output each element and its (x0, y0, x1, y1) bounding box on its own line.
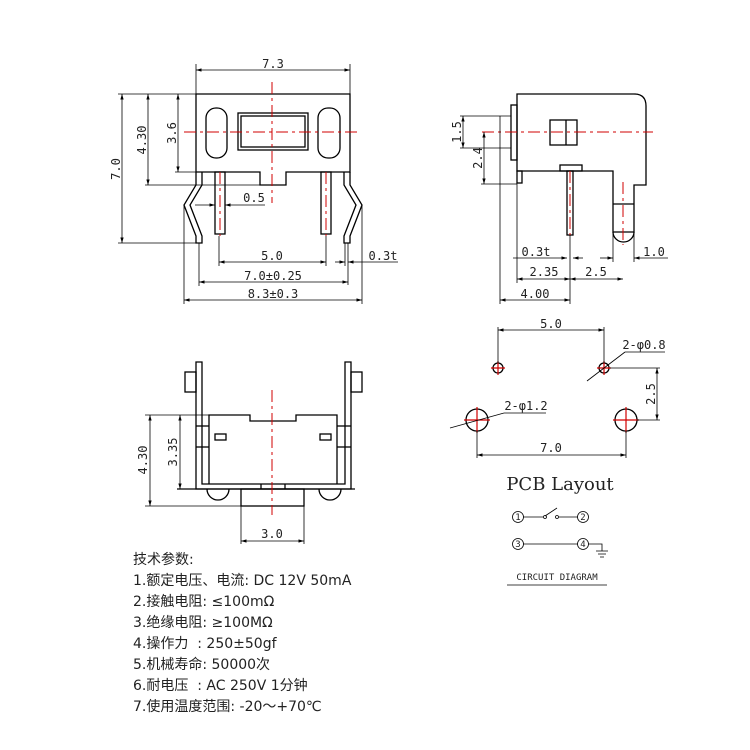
dim-height-total: 7.0 (109, 158, 123, 180)
pcb-small-hole: 2-φ0.8 (622, 338, 665, 352)
spec-item: 3.绝缘电阻: ≥100MΩ (133, 615, 273, 631)
pin-3: 3 (515, 540, 520, 550)
dim-side-thickness: 0.3t (522, 245, 551, 259)
dim-width-top: 7.3 (262, 57, 284, 71)
dim-side-e: 1.0 (643, 245, 665, 259)
bottom-view: 4.30 3.35 3.0 (136, 361, 363, 544)
pin-4: 4 (580, 540, 585, 550)
spec-item: 4.操作力 : 250±50gf (133, 636, 277, 652)
dim-side-f: 4.00 (521, 287, 550, 301)
spec-item: 6.耐电压 : AC 250V 1分钟 (133, 678, 308, 694)
pcb-large-hole: 2-φ1.2 (504, 399, 547, 413)
side-view: 1.5 2.4 0.3t 2.35 2.5 1.0 4.00 (450, 93, 668, 304)
dim-pin-width: 0.5 (243, 191, 265, 205)
dim-overall-span: 8.3±0.3 (248, 287, 299, 301)
dim-side-d: 2.5 (585, 265, 607, 279)
spec-item: 2.接触电阻: ≤100mΩ (133, 594, 275, 610)
dim-actuator-width: 3.0 (261, 527, 283, 541)
switch-contact-icon (544, 507, 558, 517)
dim-height-body: 4.30 (135, 126, 149, 155)
pcb-row-offset: 2.5 (644, 383, 658, 405)
dim-leg-span: 7.0±0.25 (244, 269, 302, 283)
dim-bottom-body: 3.35 (166, 438, 180, 467)
dim-pin-pitch: 5.0 (261, 249, 283, 263)
dim-side-b: 2.4 (471, 147, 485, 169)
spec-item: 5.机械寿命: 50000次 (133, 657, 271, 673)
pin-2: 2 (580, 513, 585, 523)
pcb-small-pitch: 5.0 (540, 317, 562, 331)
pcb-layout: 5.0 2-φ0.8 2.5 2-φ1.2 7.0 PCB Layout (449, 317, 666, 495)
pcb-layout-title: PCB Layout (506, 474, 614, 495)
dim-side-a: 1.5 (450, 121, 464, 143)
technical-specs: 技术参数: 1.额定电压、电流: DC 12V 50mA 2.接触电阻: ≤10… (133, 550, 351, 718)
front-view: 7.3 7.0 4.30 3.6 0.5 5.0 0.3t 7.0±0.25 8… (109, 57, 398, 304)
spec-item: 1.额定电压、电流: DC 12V 50mA (133, 573, 352, 589)
pcb-large-pitch: 7.0 (540, 441, 562, 455)
dim-side-c: 2.35 (530, 265, 559, 279)
dim-bottom-total: 4.30 (136, 446, 150, 475)
pin-1: 1 (515, 513, 520, 523)
dim-thickness: 0.3t (369, 249, 398, 263)
spec-item: 7.使用温度范围: -20～+70℃ (133, 699, 322, 715)
circuit-diagram-title: CIRCUIT DIAGRAM (516, 573, 598, 583)
dim-height-upper: 3.6 (165, 122, 179, 144)
circuit-diagram: 1 2 3 4 CIRCUIT DIAGRAM (507, 507, 608, 586)
specs-heading: 技术参数: (133, 552, 194, 568)
ground-icon (588, 543, 608, 558)
